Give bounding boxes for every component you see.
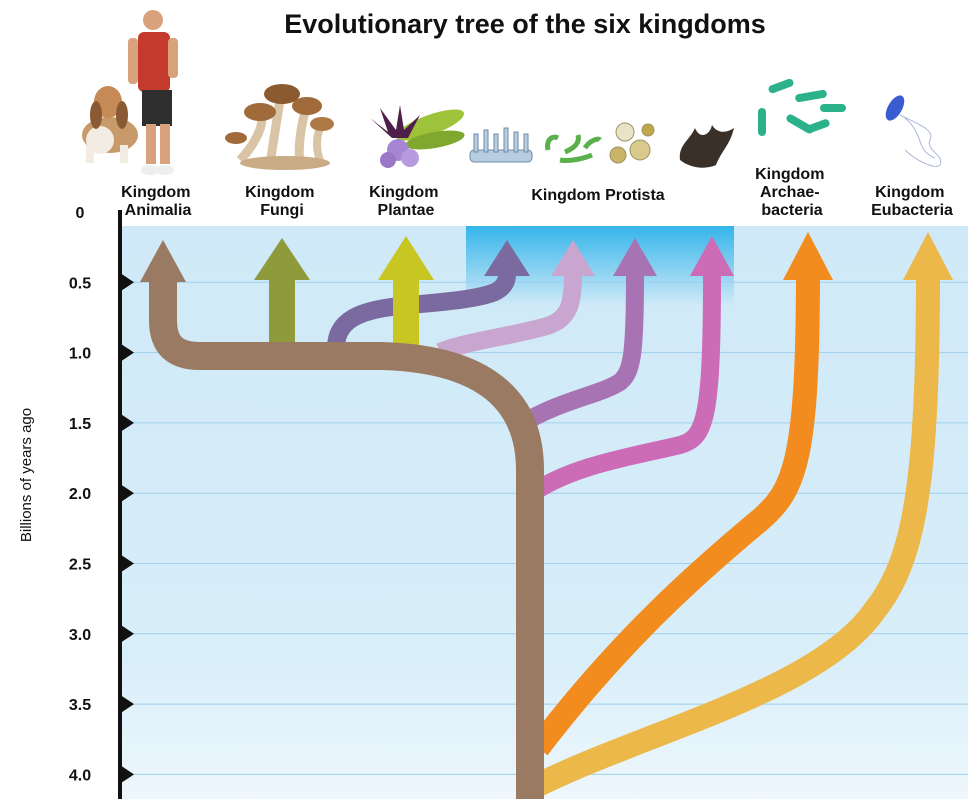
- bacteria-rods-illustration: [758, 78, 846, 136]
- tick-label: 1.0: [69, 346, 91, 363]
- person-with-dog-illustration: [82, 10, 178, 175]
- y-axis-label: Billions of years ago: [18, 408, 35, 542]
- tick-label: 2.0: [69, 486, 91, 503]
- tick-label: 2.5: [69, 557, 91, 574]
- bacterium-illustration: [882, 92, 941, 166]
- tick-label: 3.0: [69, 627, 91, 644]
- label-plantae: Kingdom Plantae: [369, 184, 443, 219]
- label-fungi: Kingdom Fungi: [245, 184, 319, 219]
- tick-labels: 0 0.5 1.0 1.5 2.0 2.5 3.0 3.5 4.0: [69, 205, 91, 784]
- mushrooms-illustration: [225, 84, 334, 170]
- protists-illustration: [470, 123, 734, 168]
- diagram-title: Evolutionary tree of the six kingdoms: [284, 9, 766, 39]
- tick-label: 4.0: [69, 767, 91, 784]
- time-axis: [118, 210, 122, 799]
- label-eubacteria: Kingdom Eubacteria: [871, 184, 953, 219]
- tick-label: 1.5: [69, 416, 91, 433]
- tick-label: 0: [76, 205, 85, 222]
- tick-label: 3.5: [69, 697, 91, 714]
- label-animalia: Kingdom Animalia: [121, 184, 195, 219]
- label-archaebacteria: Kingdom Archae- bacteria: [755, 166, 829, 219]
- label-protista: Kingdom Protista: [531, 187, 664, 204]
- kingdom-labels: Kingdom Animalia Kingdom Fungi Kingdom P…: [121, 166, 953, 219]
- tick-label: 0.5: [69, 275, 91, 292]
- flower-illustration: [370, 103, 467, 168]
